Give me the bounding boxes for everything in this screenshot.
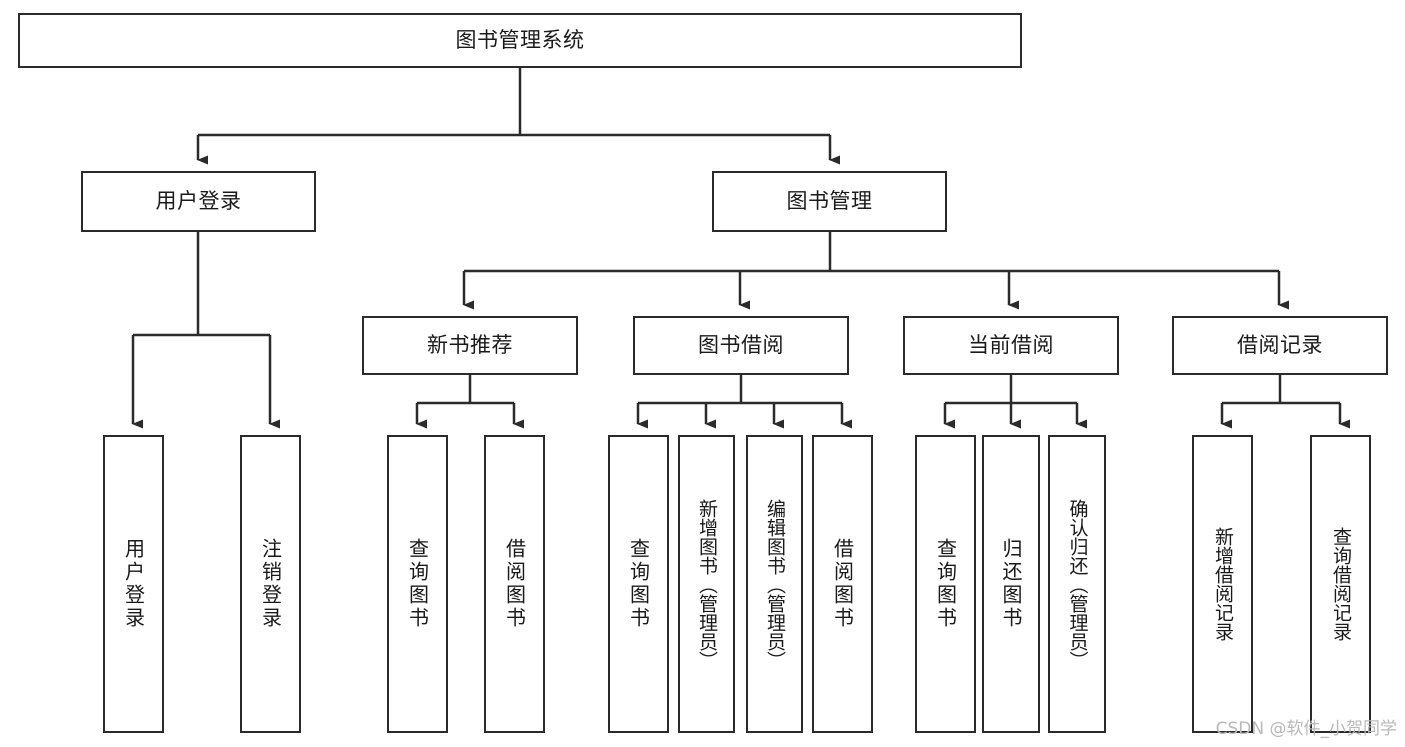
node-label-leaf-return-book: 归还图书: [999, 538, 1023, 630]
node-leaf-return-book[interactable]: 归还图书: [982, 435, 1040, 733]
node-book-borrow[interactable]: 图书借阅: [633, 316, 849, 375]
node-book-manage[interactable]: 图书管理: [712, 171, 947, 232]
node-label-leaf-borrow-book-2: 借阅图书: [830, 538, 855, 630]
node-leaf-add-record[interactable]: 新增借阅记录: [1192, 435, 1253, 733]
node-borrow-record[interactable]: 借阅记录: [1172, 316, 1388, 375]
node-label-leaf-user-logout: 注销登录: [258, 538, 283, 630]
node-label-leaf-edit-book: 编辑图书（管理员）: [764, 498, 786, 670]
node-label-leaf-query-book-3: 查询图书: [933, 538, 958, 630]
node-leaf-query-book-2[interactable]: 查询图书: [608, 435, 669, 733]
node-label-leaf-add-record: 新增借阅记录: [1212, 527, 1234, 641]
node-leaf-edit-book[interactable]: 编辑图书（管理员）: [746, 435, 803, 733]
node-current-borrow[interactable]: 当前借阅: [903, 316, 1119, 375]
node-new-book-recommend[interactable]: 新书推荐: [362, 316, 578, 375]
csdn-watermark: CSDN @软件_小贺同学: [1215, 719, 1397, 739]
node-leaf-confirm-return[interactable]: 确认归还（管理员）: [1048, 435, 1106, 733]
node-leaf-borrow-book-1[interactable]: 借阅图书: [484, 435, 545, 733]
node-label-leaf-query-record: 查询借阅记录: [1330, 527, 1352, 641]
node-label-leaf-user-login: 用户登录: [121, 538, 146, 630]
node-leaf-user-login[interactable]: 用户登录: [103, 435, 164, 733]
tree-connectors: [131, 68, 1350, 429]
node-label-book-manage: 图书管理: [786, 189, 873, 214]
node-label-root: 图书管理系统: [455, 28, 585, 53]
node-label-leaf-borrow-book-1: 借阅图书: [502, 538, 527, 630]
node-leaf-query-book-1[interactable]: 查询图书: [387, 435, 448, 733]
node-label-leaf-query-book-1: 查询图书: [405, 538, 430, 630]
node-label-user-login: 用户登录: [155, 189, 242, 214]
node-label-current-borrow: 当前借阅: [968, 333, 1054, 358]
node-label-borrow-record: 借阅记录: [1237, 333, 1323, 358]
node-label-new-book-recommend: 新书推荐: [427, 333, 513, 358]
node-leaf-query-record[interactable]: 查询借阅记录: [1310, 435, 1371, 733]
node-user-login[interactable]: 用户登录: [81, 171, 316, 232]
node-label-leaf-add-book: 新增图书（管理员）: [696, 498, 718, 670]
node-leaf-user-logout[interactable]: 注销登录: [240, 435, 301, 733]
node-label-leaf-query-book-2: 查询图书: [626, 538, 651, 630]
node-leaf-borrow-book-2[interactable]: 借阅图书: [812, 435, 873, 733]
node-leaf-query-book-3[interactable]: 查询图书: [915, 435, 976, 733]
node-root[interactable]: 图书管理系统: [18, 13, 1022, 68]
node-leaf-add-book[interactable]: 新增图书（管理员）: [678, 435, 735, 733]
node-label-book-borrow: 图书借阅: [698, 333, 784, 358]
node-label-leaf-confirm-return: 确认归还（管理员）: [1066, 498, 1089, 670]
